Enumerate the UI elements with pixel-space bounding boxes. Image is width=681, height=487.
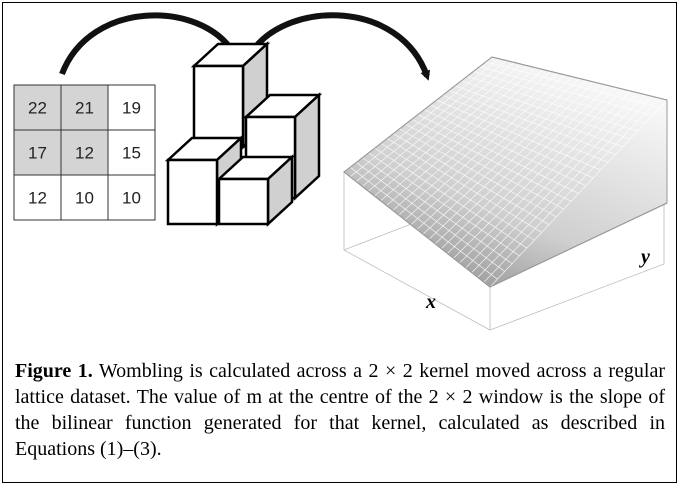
grid-cell	[107, 84, 156, 131]
grid-cell-value: 12	[75, 144, 94, 163]
grid-cell-value: 21	[75, 99, 94, 118]
surface-fill	[343, 56, 668, 288]
surface-mesh-line	[477, 96, 653, 278]
grid-cell	[107, 129, 156, 176]
grid-cell-value: 17	[28, 144, 47, 163]
grid-cell	[60, 174, 109, 221]
grid-cell	[107, 174, 156, 221]
arrow-blocks-to-surface	[250, 12, 431, 81]
caption-label: Figure 1.	[15, 360, 93, 382]
surface-mesh-line	[471, 94, 646, 273]
y-axis-label: y	[639, 246, 650, 268]
lattice-grid: 22 21 19 17 12 15 12 10 10	[13, 84, 156, 221]
grid-cell-value: 15	[122, 144, 141, 163]
caption-text: Wombling is calculated across a 2 × 2 ke…	[15, 360, 666, 460]
bilinear-surface-plot: x y	[343, 56, 668, 331]
grid-cell-value: 22	[28, 99, 47, 118]
surface-mesh-line	[485, 61, 660, 109]
surface-mesh-line	[473, 71, 645, 124]
stacked-blocks	[164, 41, 323, 227]
figure-caption: Figure 1. Wombling is calculated across …	[15, 358, 665, 462]
grid-cell	[13, 129, 62, 176]
grid-cell-value: 19	[122, 99, 141, 118]
x-axis-label: x	[425, 291, 436, 313]
grid-cell-value: 10	[75, 189, 94, 208]
surface-mesh-line	[483, 97, 660, 283]
grid-cell-value: 12	[28, 189, 47, 208]
arrow-grid-to-blocks	[59, 12, 236, 76]
surface-mesh-line	[479, 66, 653, 116]
grid-cell	[13, 84, 62, 131]
grid-cell-value: 10	[122, 189, 141, 208]
grid-cell	[60, 129, 109, 176]
surface-mesh-line	[489, 99, 667, 287]
surface-mesh-line	[465, 92, 639, 269]
